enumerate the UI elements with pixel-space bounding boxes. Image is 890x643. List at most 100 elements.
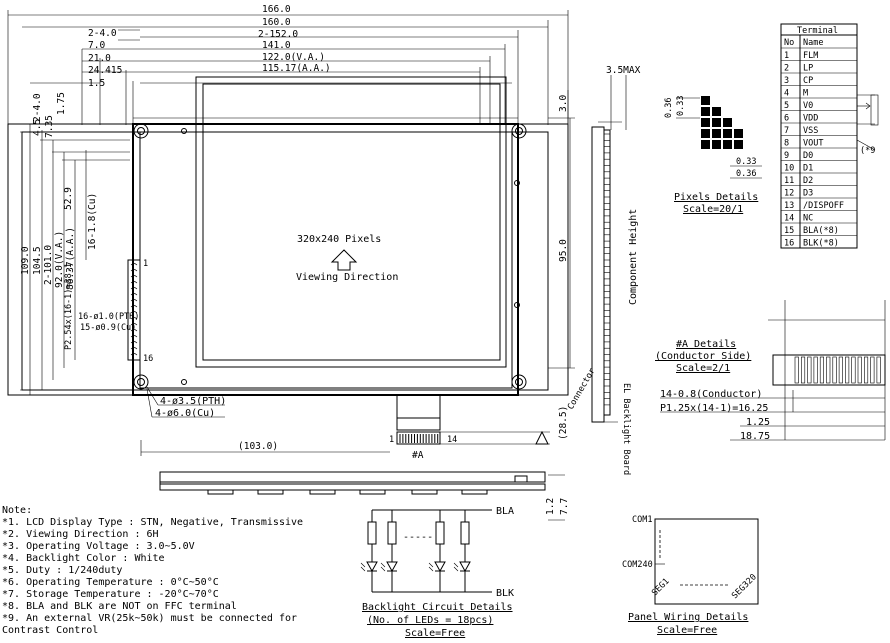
pix-dim-h036: 0.36 bbox=[736, 169, 756, 179]
pixel-details-scale: Scale=20/1 bbox=[683, 204, 743, 215]
backlight-sub: (No. of LEDs = 18pcs) bbox=[367, 615, 493, 626]
left-dimensions: 2-4.0 4.5 7.35 1.75 109.0 104.5 2-101.0 … bbox=[8, 92, 139, 396]
light-ray-icon bbox=[380, 562, 386, 572]
header-pin bbox=[130, 341, 138, 344]
pixel-dot bbox=[723, 129, 732, 138]
dim-v-16-18: 16-1.8(Cu) bbox=[87, 193, 98, 250]
terminal-no: 11 bbox=[784, 176, 794, 186]
dim-left-7: 7.0 bbox=[88, 40, 105, 51]
header-pin bbox=[130, 305, 138, 308]
pixel-dot bbox=[712, 107, 721, 116]
header-pin bbox=[130, 269, 138, 272]
terminal-no: 13 bbox=[784, 201, 794, 211]
pix-dim-036: 0.36 bbox=[664, 98, 674, 118]
pixel-dot bbox=[701, 140, 710, 149]
terminal-name: D0 bbox=[803, 151, 813, 161]
dim-v-529: 52.9 bbox=[63, 187, 74, 210]
terminal-name: NC bbox=[803, 214, 813, 224]
header-pin bbox=[130, 317, 138, 320]
terminal-no: 6 bbox=[784, 114, 789, 124]
note-line: Contrast Control bbox=[2, 625, 98, 636]
dim-v-735: 7.35 bbox=[44, 115, 55, 138]
header-pin bbox=[130, 263, 138, 266]
top-dimensions: 166.0 160.0 2-152.0 141.0 122.0(V.A.) 11… bbox=[7, 4, 569, 125]
pixel-dot bbox=[723, 118, 732, 127]
seg1-label: SEG1 bbox=[650, 577, 672, 599]
dim-v-2-4: 2-4.0 bbox=[32, 93, 43, 122]
bla-label: BLA bbox=[496, 506, 514, 517]
backlight-title: Backlight Circuit Details bbox=[362, 602, 513, 613]
backlight-circuit: BLA BLK ----- Backlight Circuit Details … bbox=[360, 506, 514, 639]
fpc-tail: 1 14 #A (28.5) bbox=[389, 395, 569, 461]
a-detail-conductor bbox=[870, 356, 875, 384]
viewing-direction-arrow-icon bbox=[330, 249, 358, 271]
pth-label-2: 15-ø0.9(Cu) bbox=[80, 323, 136, 333]
terminal-name: BLK(*8) bbox=[803, 239, 839, 249]
header-pin bbox=[130, 311, 138, 314]
dim-2-152: 2-152.0 bbox=[258, 29, 298, 40]
a-detail-conductor bbox=[819, 356, 825, 384]
terminal-no: 12 bbox=[784, 189, 794, 199]
pix-dim-h033: 0.33 bbox=[736, 157, 756, 167]
a-detail-conductor bbox=[826, 356, 831, 384]
led-icon bbox=[366, 561, 378, 573]
pixel-dot bbox=[701, 129, 710, 138]
terminal-name: /DISPOFF bbox=[803, 201, 844, 211]
dim-115: 115.17(A.A.) bbox=[262, 63, 331, 74]
com1-label: COM1 bbox=[632, 515, 652, 525]
connector-label: Connector bbox=[566, 367, 598, 412]
header-pin bbox=[130, 347, 138, 350]
a-dim-4: 18.75 bbox=[740, 431, 770, 442]
terminal-col-no: No bbox=[784, 38, 794, 48]
hole-cu-label: 4-ø6.0(Cu) bbox=[155, 408, 215, 419]
terminal-no: 3 bbox=[784, 76, 789, 86]
pin-1-label: 1 bbox=[143, 259, 148, 269]
note-line: *5. Duty : 1/240duty bbox=[2, 565, 122, 576]
dim-95: 95.0 bbox=[558, 239, 569, 262]
terminal-no: 2 bbox=[784, 64, 789, 74]
terminal-no: 5 bbox=[784, 101, 789, 111]
a-details: #A Details (Conductor Side) Scale=2/1 14… bbox=[655, 300, 886, 442]
header-pin bbox=[130, 281, 138, 284]
panel-wiring: COM1 COM240 SEG1 SEG320 Panel Wiring Det… bbox=[622, 515, 759, 636]
pixel-dot bbox=[701, 118, 710, 127]
pixel-dot bbox=[701, 96, 710, 105]
note-line: *8. BLA and BLK are NOT on FFC terminal bbox=[2, 601, 237, 612]
dim-160: 160.0 bbox=[262, 17, 291, 28]
seg320-label: SEG320 bbox=[730, 572, 759, 601]
header-pin bbox=[130, 335, 138, 338]
pixel-dot bbox=[712, 129, 721, 138]
header-pin bbox=[130, 323, 138, 326]
a-details-title: #A Details bbox=[676, 339, 736, 350]
dim-v-1045: 104.5 bbox=[32, 246, 43, 275]
terminal-no: 10 bbox=[784, 164, 794, 174]
terminal-no: 7 bbox=[784, 126, 789, 136]
terminal-name: BLA(*8) bbox=[803, 226, 839, 236]
notes: Note: *1. LCD Display Type : STN, Negati… bbox=[2, 505, 303, 636]
a-detail-conductor bbox=[794, 356, 799, 384]
terminal-name: D2 bbox=[803, 176, 813, 186]
el-backlight-label: EL Backlight Board bbox=[621, 383, 631, 475]
pin-16-label: 16 bbox=[143, 354, 153, 364]
a-detail-conductor bbox=[807, 356, 812, 384]
led-icon bbox=[434, 561, 446, 573]
component-height-label: Component Height bbox=[628, 209, 639, 305]
dim-left-24415: 24.415 bbox=[88, 65, 122, 76]
note-line: *9. An external VR(25k~50k) must be conn… bbox=[2, 613, 297, 624]
header-pin bbox=[130, 353, 138, 356]
dim-v-254: P2.54x(16-1)=38.1 bbox=[64, 263, 74, 350]
note-line: *7. Storage Temperature : -20°C~70°C bbox=[2, 589, 219, 600]
a-detail-conductor bbox=[800, 356, 806, 384]
mount-hole-br bbox=[511, 374, 527, 390]
led-icon bbox=[386, 561, 398, 573]
note-line: *2. Viewing Direction : 6H bbox=[2, 529, 159, 540]
note-line: *6. Operating Temperature : 0°C~50°C bbox=[2, 577, 219, 588]
dim-v-92: 92.0(V.A.) bbox=[54, 231, 65, 288]
dim-28: (28.5) bbox=[558, 406, 569, 440]
right-side-view: 3.5MAX Component Height EL Backlight Boa… bbox=[566, 65, 641, 475]
a-detail-conductor bbox=[813, 356, 818, 384]
note-line: *4. Backlight Color : White bbox=[2, 553, 165, 564]
terminal-name: LP bbox=[803, 64, 813, 74]
dim-v-175: 1.75 bbox=[56, 92, 67, 115]
